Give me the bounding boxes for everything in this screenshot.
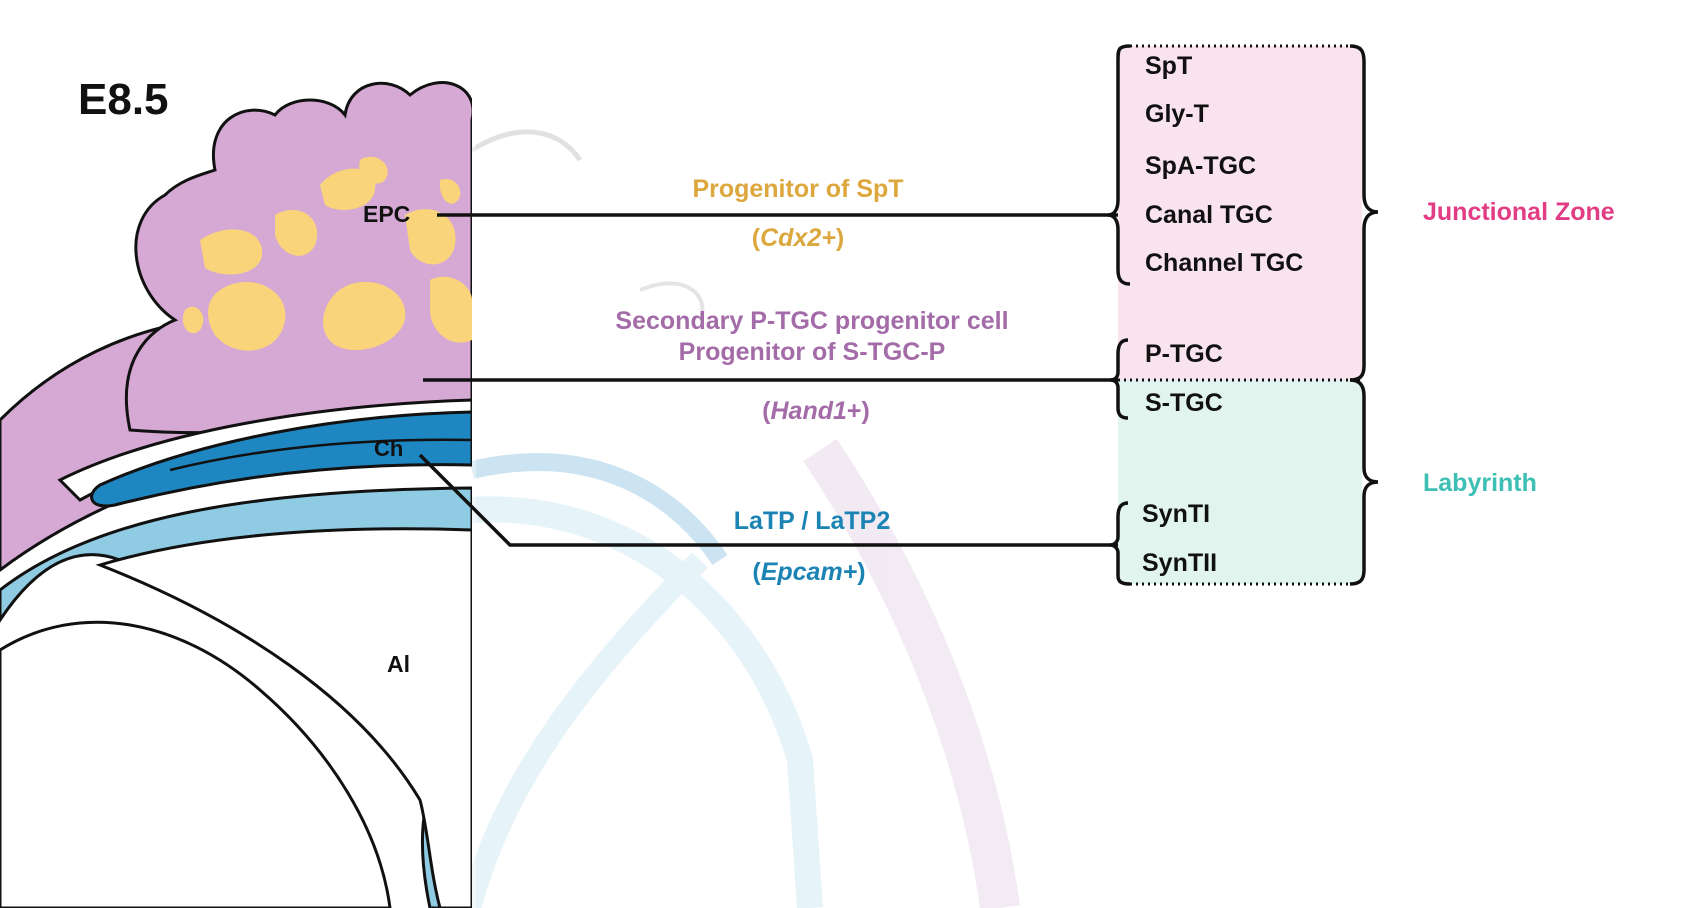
cell-type-synti: SynTI (1142, 500, 1210, 528)
allantois-interior (95, 527, 472, 908)
junctional-zone-background (1118, 46, 1362, 380)
al-label: Al (387, 651, 410, 677)
epc-yellow-inclusions (182, 156, 472, 351)
ch-label: Ch (374, 436, 403, 461)
cell-type-brackets (1107, 44, 1379, 586)
cell-type-spatgc: SpA-TGC (1145, 152, 1256, 180)
ptgc-progenitor-label-1: Secondary P-TGC progenitor cell (615, 307, 1008, 335)
faded-anatomy-background (459, 129, 1020, 908)
cell-type-stgc: S-TGC (1145, 389, 1223, 417)
chorion-layer (90, 410, 472, 508)
labyrinth-label: Labyrinth (1423, 469, 1537, 497)
stage-title: E8.5 (78, 75, 169, 124)
ptgc-progenitor-label-2: Progenitor of S-TGC-P (679, 338, 946, 366)
cell-type-syntii: SynTII (1142, 549, 1217, 577)
latp-label: LaTP / LaTP2 (734, 507, 891, 535)
cell-type-glyt: Gly-T (1145, 100, 1209, 128)
cell-type-spt: SpT (1145, 52, 1192, 80)
spt-marker-label: (Cdx2+) (752, 224, 844, 252)
cell-type-list: SpT Gly-T SpA-TGC Canal TGC Channel TGC … (1142, 52, 1303, 577)
ch-connector (418, 453, 1118, 547)
hand1-marker-label: (Hand1+) (762, 397, 870, 425)
dotted-separators (1118, 44, 1364, 586)
cell-type-channel-tgc: Channel TGC (1145, 249, 1303, 277)
lineage-connectors (418, 213, 1118, 547)
junctional-zone-label: Junctional Zone (1423, 198, 1615, 226)
epc-label: EPC (363, 201, 410, 227)
cell-type-ptgc: P-TGC (1145, 340, 1223, 368)
epcam-marker-label: (Epcam+) (752, 558, 865, 586)
labyrinth-zone-background (1118, 380, 1362, 584)
cell-type-canal-tgc: Canal TGC (1145, 201, 1273, 229)
anatomy-illustration (0, 81, 472, 908)
spt-progenitor-label: Progenitor of SpT (692, 175, 903, 203)
